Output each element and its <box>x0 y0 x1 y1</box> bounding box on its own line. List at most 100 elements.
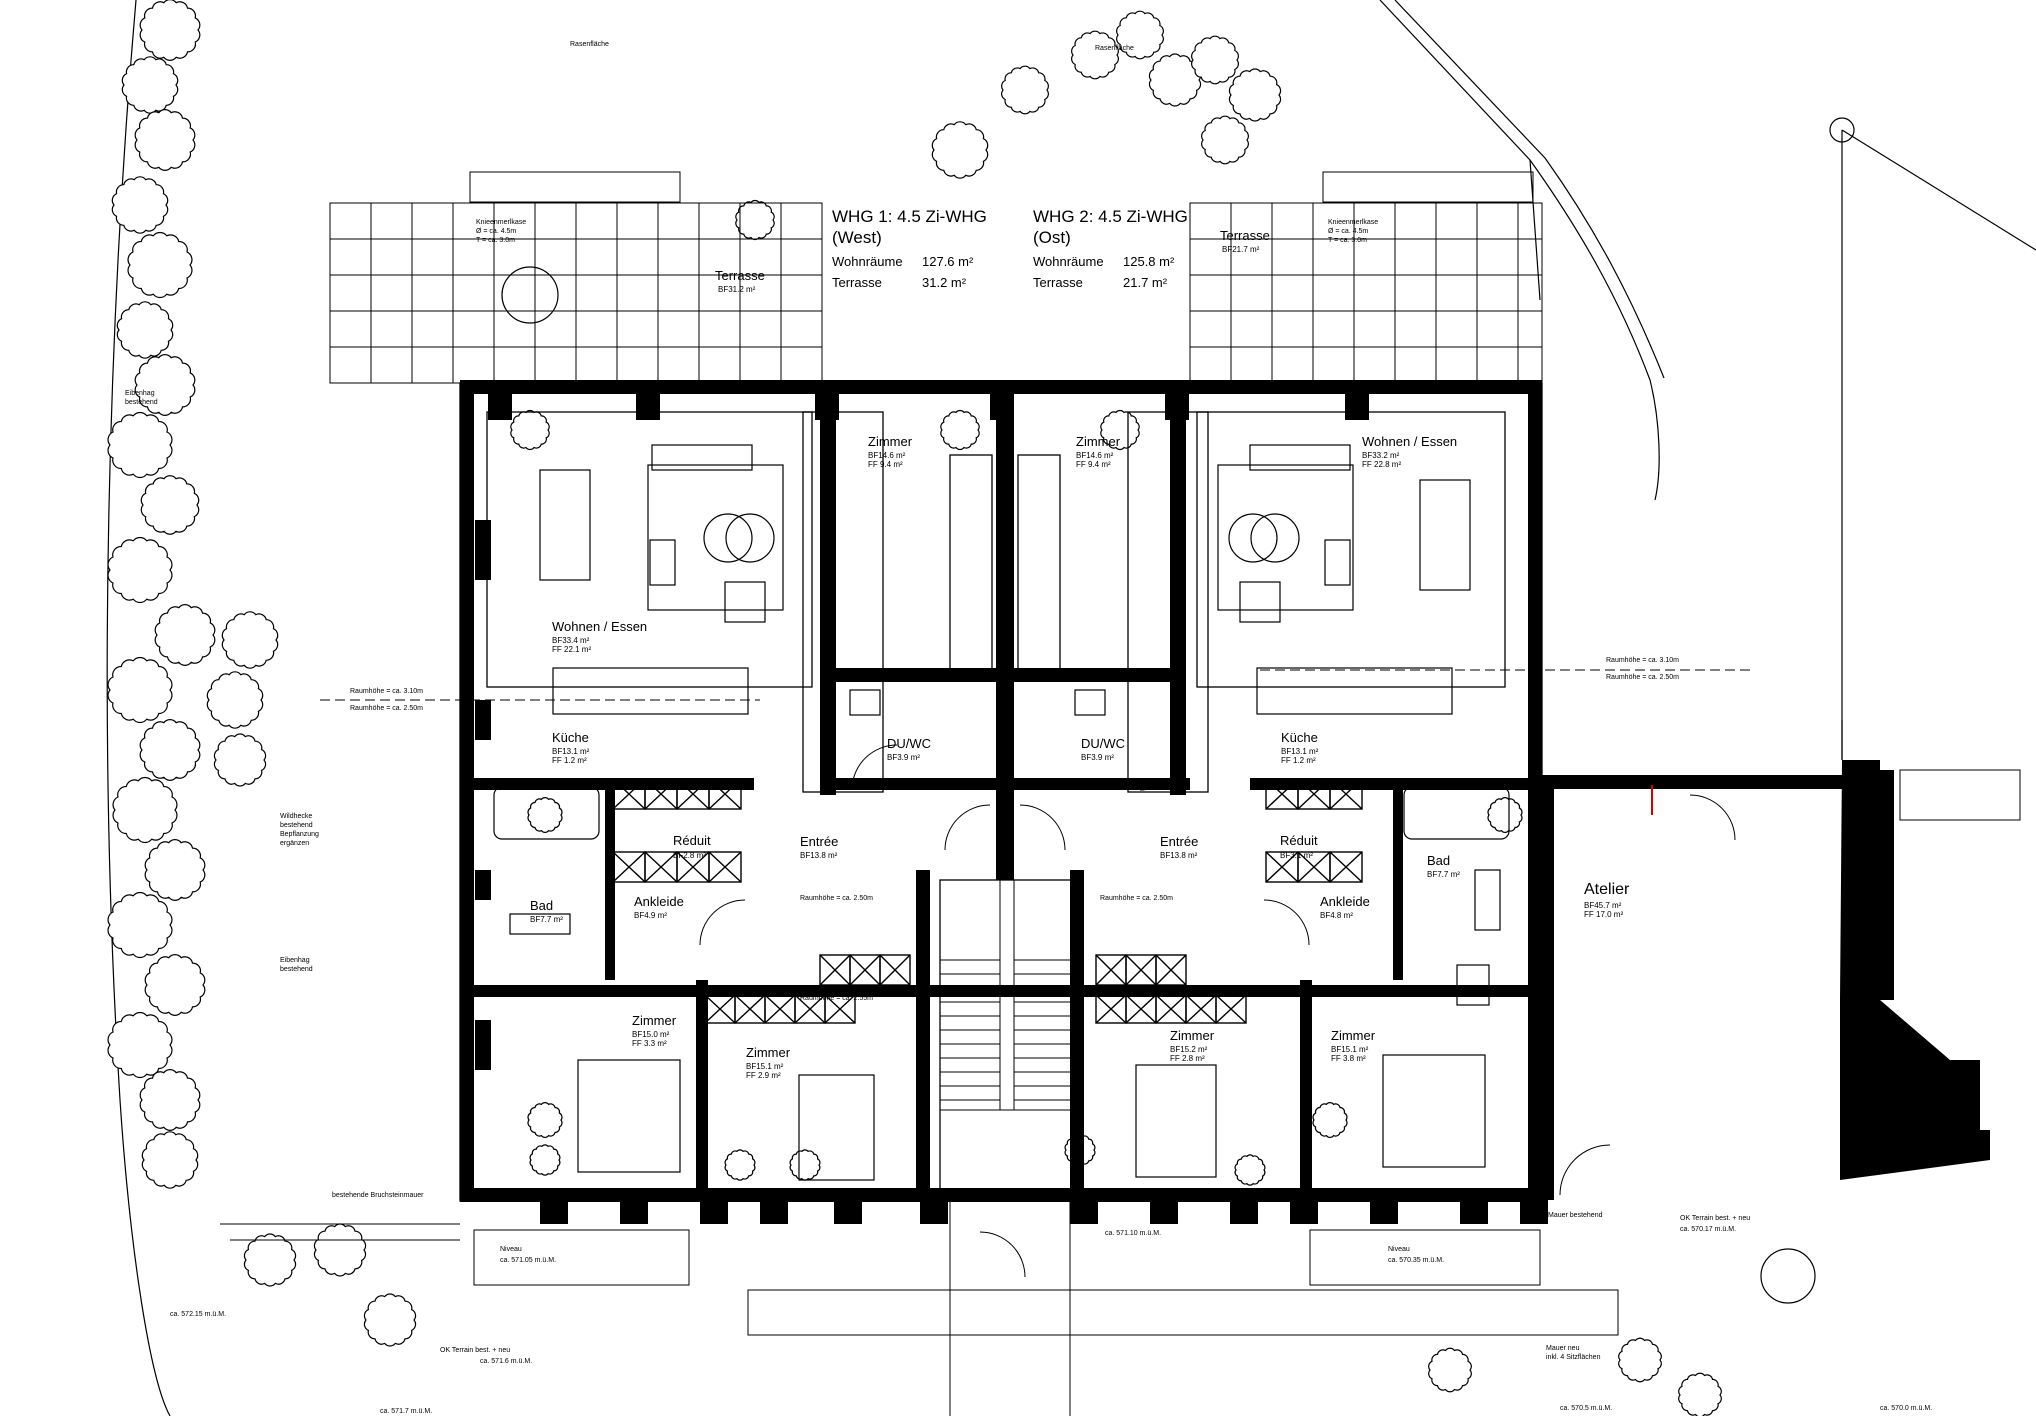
closet-cross <box>1095 954 1127 986</box>
tree-note-west-3: T = ca. 3.0m <box>476 237 515 244</box>
room-name: Zimmer <box>1331 1028 1376 1043</box>
note-niveau: Niveau <box>500 1246 522 1253</box>
tree-icon <box>527 797 563 833</box>
room-ff: FF 3.8 m² <box>1331 1054 1366 1063</box>
room-bf: BF14.6 m² <box>1076 451 1114 460</box>
room-name: Zimmer <box>868 434 913 449</box>
room-name: DU/WC <box>1081 736 1125 751</box>
room-name: Bad <box>530 898 553 913</box>
closet-cross <box>1125 954 1157 986</box>
tree-icon <box>140 475 200 535</box>
tree-icon <box>1228 68 1282 122</box>
terrace-grids <box>329 171 1543 384</box>
closet-cross <box>1297 778 1331 810</box>
note-wall: inkl. 4 Sitzflächen <box>1546 1354 1601 1361</box>
tree-note-east-2: Ø = ca. 4.5m <box>1328 228 1368 235</box>
closet-cross <box>1265 778 1299 810</box>
note-wall: Mauer neu <box>1546 1345 1580 1352</box>
terrace-east-area: BF21.7 m² <box>1222 245 1260 254</box>
tree-icon <box>529 1144 561 1176</box>
room-bf: BF7.7 m² <box>530 915 563 924</box>
tree-icon <box>112 776 178 844</box>
tree-icon <box>1100 409 1140 451</box>
tree-icon <box>144 839 206 901</box>
tree-icon <box>107 1011 173 1079</box>
whg1-title: WHG 1: 4.5 Zi-WHG <box>832 207 987 226</box>
note-level: ca. 570.0 m.ü.M. <box>1880 1405 1932 1412</box>
terrace-west-area: BF31.2 m² <box>718 285 756 294</box>
room-name: Wohnen / Essen <box>552 619 647 634</box>
note-level: ca. 572.15 m.ü.M. <box>170 1311 226 1318</box>
tree-icon <box>1071 30 1119 80</box>
note-raumhoehe: Raumhöhe = ca. 2.50m <box>1606 674 1679 681</box>
closet-cross <box>1215 994 1247 1024</box>
room-name: Zimmer <box>632 1013 677 1028</box>
room-name: Zimmer <box>1076 434 1121 449</box>
tree-icon <box>154 604 216 666</box>
lower-terraces <box>220 1200 1619 1416</box>
room-ff: FF 9.4 m² <box>1076 460 1111 469</box>
room-bf: BF4.8 m² <box>1320 911 1353 920</box>
room-ff: FF 1.2 m² <box>552 756 587 765</box>
tree-icon <box>1001 65 1049 115</box>
closet-cross <box>708 778 742 810</box>
room-bf: BF15.0 m² <box>632 1030 670 1039</box>
tree-icon <box>1312 1102 1348 1138</box>
note-wall: bestehende Bruchsteinmauer <box>332 1192 424 1199</box>
tree-icon <box>1234 1154 1266 1186</box>
room-name: Küche <box>1281 730 1318 745</box>
closet-box <box>708 778 742 810</box>
closet-cross <box>676 851 710 883</box>
closet-cross <box>849 954 881 986</box>
note-raumhoehe: Raumhöhe = ca. 2.50m <box>350 705 423 712</box>
closet-cross <box>644 851 678 883</box>
note-raumhoehe: Raumhöhe = ca. 2.55m <box>800 995 873 1002</box>
note-hedge: Eibenhag <box>125 390 155 397</box>
tree-icon <box>1618 1337 1662 1383</box>
room-bf: BF3.1 m² <box>1280 851 1313 860</box>
ceiling-lines <box>320 669 1750 701</box>
room-name: Ankleide <box>1320 894 1370 909</box>
closet-cross <box>819 954 851 986</box>
room-bf: BF14.6 m² <box>868 451 906 460</box>
whg1-subtitle: (West) <box>832 228 882 247</box>
closet-cross <box>1125 994 1157 1024</box>
tree-icon <box>121 56 179 114</box>
trees <box>107 0 1722 1416</box>
whg2-terrasse-label: Terrasse <box>1033 275 1083 290</box>
tree-note-east-1: Knieenmerlkase <box>1328 219 1378 226</box>
lawn-label-right: Rasenfläche <box>1095 45 1134 52</box>
room-ff: FF 17.0 m² <box>1584 910 1623 919</box>
tree-icon <box>206 671 264 729</box>
note-niveau: ca. 571.10 m.ü.M. <box>1105 1230 1161 1237</box>
tree-icon <box>116 301 174 359</box>
tree-icon <box>243 1233 297 1287</box>
closet-cross <box>879 954 911 986</box>
room-name: Bad <box>1427 853 1450 868</box>
whg2-wohnraeume-value: 125.8 m² <box>1123 254 1175 269</box>
site-boundary-lines <box>106 0 2036 1416</box>
room-bf: BF13.1 m² <box>552 747 590 756</box>
note-level: ca. 570.5 m.ü.M. <box>1560 1405 1612 1412</box>
note-hedge: ergänzen <box>280 840 309 847</box>
tree-icon <box>724 1149 756 1181</box>
tree-icon <box>134 109 196 171</box>
tree-note-east-3: T = ca. 3.0m <box>1328 237 1367 244</box>
note-hedge: Wildhecke <box>280 813 312 820</box>
tree-icon <box>139 1069 201 1131</box>
whg1-wohnraeume-label: Wohnräume <box>832 254 903 269</box>
room-bf: BF13.8 m² <box>1160 851 1198 860</box>
note-terrain: OK Terrain best. + neu <box>440 1347 510 1354</box>
closet-cross <box>1329 778 1363 810</box>
room-bf: BF3.9 m² <box>1081 753 1114 762</box>
note-hedge: bestehend <box>280 822 313 829</box>
room-bf: BF13.1 m² <box>1281 747 1319 756</box>
closet-cross <box>708 851 742 883</box>
whg2-terrasse-value: 21.7 m² <box>1123 275 1168 290</box>
closet-cross <box>824 994 856 1024</box>
closet-cross <box>1155 954 1187 986</box>
note-niveau: ca. 570.35 m.ü.M. <box>1388 1257 1444 1264</box>
tree-icon <box>1201 115 1249 165</box>
closet-cross <box>764 994 796 1024</box>
